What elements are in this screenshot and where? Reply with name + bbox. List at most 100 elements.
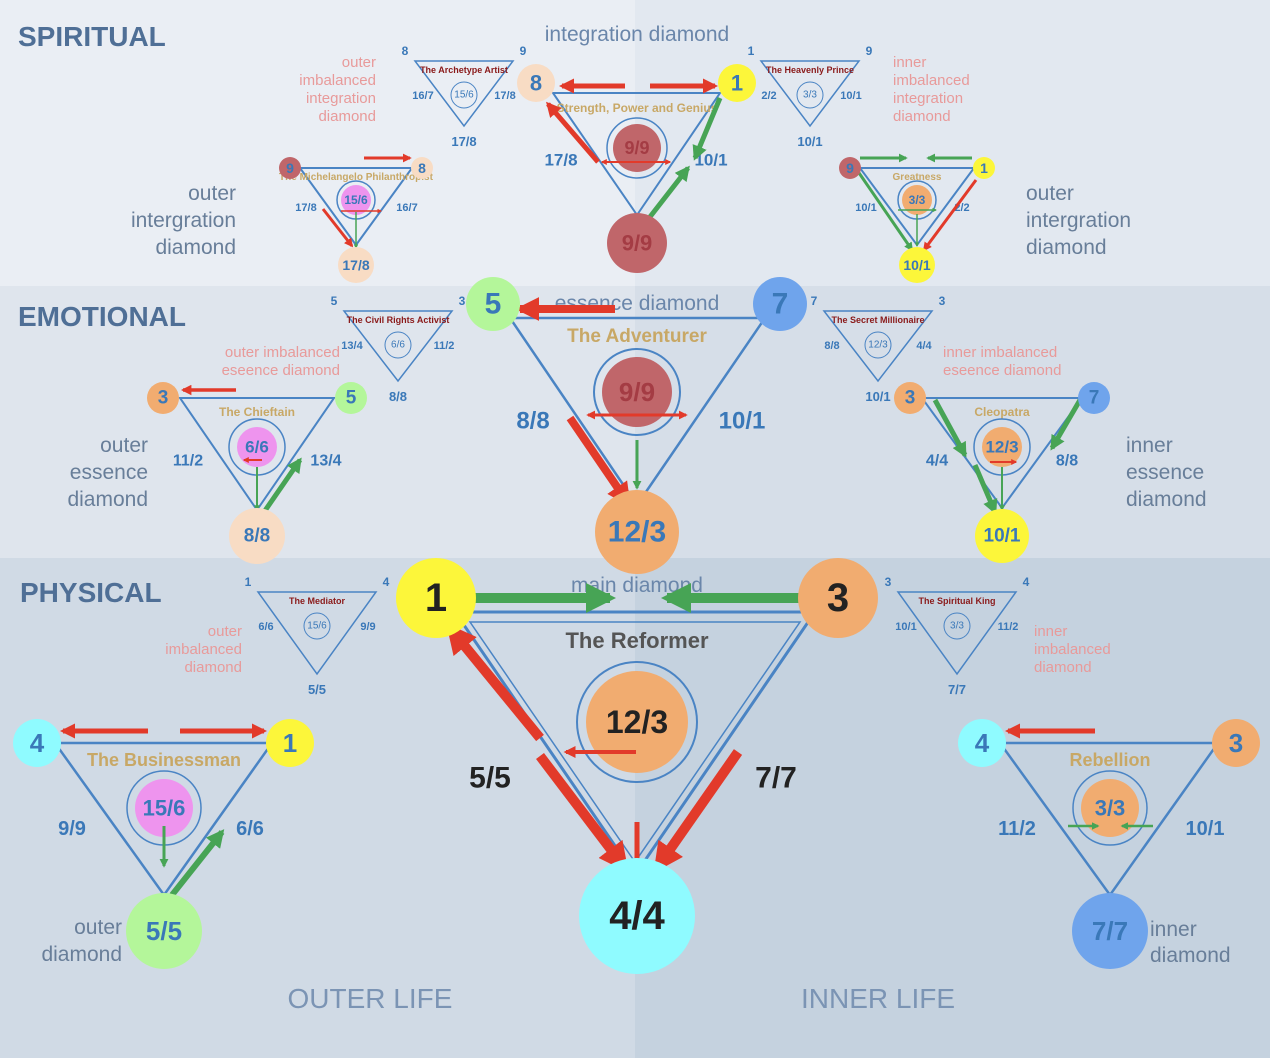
inner-diamond-right-edge: 10/1 [1186, 818, 1225, 840]
integration-right-circle [718, 64, 756, 102]
outer-essence-center-value: 6/6 [245, 438, 269, 457]
outer-essence-bottom-value: 8/8 [244, 526, 270, 547]
imbalanced-inner-integration-label-line-1: inner [893, 54, 926, 71]
imbalanced-inner-essence-center-ring [864, 331, 892, 359]
integration-left-edge: 17/8 [544, 151, 577, 170]
imbalanced-outer-essence-triangle [342, 310, 454, 383]
imbalanced-outer-essence-top-left: 5 [331, 294, 338, 308]
integration-caption: integration diamond [545, 23, 729, 46]
outer-diamond-label-line-1: outer [74, 916, 122, 939]
imbalanced-inner-physical-label-line-3: diamond [1034, 659, 1092, 676]
main-left-edge: 5/5 [469, 762, 511, 795]
imbalanced-outer-essence-right: 11/2 [434, 340, 455, 352]
footer-inner-life: INNER LIFE [801, 983, 955, 1014]
imbalanced-outer-physical-top-right: 4 [383, 575, 390, 589]
imbalanced-inner-physical-center-ring [943, 612, 971, 640]
imbalanced-inner-essence-top-left: 7 [811, 294, 818, 308]
inner-essence-bottom-circle [975, 509, 1029, 563]
main-bottom-value: 4/4 [609, 894, 665, 938]
outer-integration-left-circle [279, 157, 301, 179]
imbalanced-outer-essence-label-line-1: outer imbalanced [225, 344, 340, 361]
integration-right-value: 1 [731, 71, 743, 96]
inner-integration-arrow-4 [922, 179, 978, 252]
outer-integration-label-line-1: outer [188, 182, 236, 205]
outer-diamond-title: The Businessman [87, 750, 241, 770]
integration-center-value: 9/9 [624, 138, 649, 158]
outer-essence-right-circle [335, 382, 367, 414]
integration-bottom-circle [607, 213, 667, 273]
imbalanced-inner-integration-bottom: 10/1 [797, 134, 822, 149]
essence-triangle [507, 316, 768, 508]
main-bottom-circle [579, 858, 695, 974]
imbalanced-inner-physical-triangle [896, 591, 1018, 676]
outer-essence-title: The Chieftain [219, 405, 295, 419]
imbalanced-inner-physical-bottom: 7/7 [948, 682, 966, 697]
imbalanced-outer-essence-label-line-2: eseence diamond [222, 362, 340, 379]
essence-right-edge: 10/1 [719, 408, 766, 435]
imbalanced-outer-physical-triangle [256, 591, 378, 676]
main-left-circle [396, 558, 476, 638]
main-center-value: 12/3 [606, 704, 668, 740]
inner-integration-label-line-2: intergration [1026, 209, 1131, 232]
inner-diamond-left-edge: 11/2 [998, 818, 1036, 840]
imbalanced-inner-essence-triangle [822, 310, 934, 383]
outer-essence-left-edge: 11/2 [173, 453, 203, 470]
essence-right-circle [753, 277, 807, 331]
inner-essence-left-value: 3 [905, 388, 916, 409]
main-arrow-to-1 [446, 623, 544, 742]
imbalanced-inner-physical-center: 3/3 [950, 621, 964, 632]
main-right-value: 3 [827, 576, 849, 620]
inner-essence-right-circle [1078, 382, 1110, 414]
inner-diamond-left-circle [958, 719, 1006, 767]
main-triangle [452, 610, 818, 878]
main-title: The Reformer [565, 628, 708, 653]
inner-integration-center-circle [902, 185, 932, 215]
outer-essence-left-value: 3 [158, 388, 169, 409]
outer-integration-arrow-2 [321, 208, 354, 248]
outer-essence-label-line-2: essence [70, 461, 148, 484]
inner-diamond-label-line-1: inner [1150, 918, 1197, 941]
imbalanced-outer-physical-title: The Mediator [289, 596, 346, 606]
band-spiritual-outer [0, 0, 635, 286]
inner-diamond-title: Rebellion [1069, 750, 1150, 770]
outer-integration-title: The Michelangelo Philanthropist [279, 172, 434, 183]
outer-integration-right-value: 8 [418, 160, 426, 176]
band-emotional-inner [635, 286, 1270, 558]
imbalanced-inner-integration-top-right: 9 [866, 44, 873, 58]
main-right-circle [798, 558, 878, 638]
integration-bottom-value: 9/9 [622, 231, 653, 256]
outer-integration-bottom-value: 17/8 [342, 257, 369, 273]
outer-diamond-right-edge: 6/6 [236, 818, 264, 840]
inner-diamond-right-value: 3 [1229, 728, 1243, 758]
imbalanced-outer-integration-center: 15/6 [454, 90, 474, 101]
outer-diamond-label-line-2: diamond [41, 943, 122, 966]
outer-integration-triangle [298, 167, 414, 247]
inner-integration-triangle [858, 167, 976, 247]
main-arrow-right-to-bottom [652, 749, 743, 873]
integration-arrow-1-down [692, 97, 723, 161]
imbalanced-outer-integration-center-ring [450, 81, 478, 109]
outer-diamond-center-circle [135, 779, 193, 837]
outer-diamond-center-value: 15/6 [143, 796, 186, 821]
imbalanced-inner-essence-title: The Secret Millionaire [831, 315, 924, 325]
imbalanced-inner-physical-right: 11/2 [998, 621, 1019, 633]
outer-diamond-left-value: 4 [30, 728, 45, 758]
inner-diamond-triangle [997, 741, 1221, 898]
essence-left-circle [466, 277, 520, 331]
outer-diamond-right-circle [266, 719, 314, 767]
outer-essence-arrow-4 [259, 457, 303, 517]
imbalanced-inner-integration-label-line-3: integration [893, 90, 963, 107]
imbalanced-outer-essence-center-ring [384, 331, 412, 359]
integration-arrow-to-8-up [546, 101, 600, 164]
imbalanced-outer-essence-bottom: 8/8 [389, 389, 407, 404]
main-left-value: 1 [425, 576, 447, 620]
inner-integration-left-value: 9 [846, 160, 854, 176]
outer-diamond-left-edge: 9/9 [58, 818, 86, 840]
imbalanced-outer-physical-label-line-1: outer [208, 623, 242, 640]
essence-left-edge: 8/8 [516, 408, 549, 435]
inner-essence-left-edge: 4/4 [926, 453, 948, 470]
imbalanced-inner-integration-triangle [759, 60, 861, 128]
outer-diamond-arrow-4 [169, 829, 225, 897]
imbalanced-outer-physical-bottom: 5/5 [308, 682, 326, 697]
